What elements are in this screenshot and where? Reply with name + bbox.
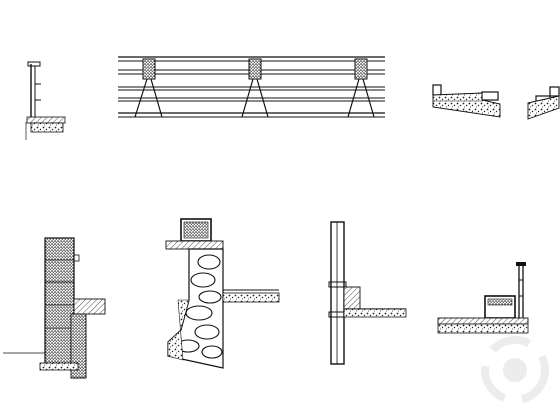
post-base-detail	[437, 262, 529, 334]
watermark-logo-icon	[481, 336, 549, 404]
railing-post-section	[25, 61, 66, 140]
steel-post-slab-section	[328, 221, 407, 365]
curb-step-detail-a	[432, 84, 501, 118]
curb-step-detail-b	[527, 86, 560, 120]
rubble-masonry-wall-section	[165, 218, 280, 369]
railing-elevation	[118, 56, 385, 118]
stone-retaining-wall-section	[3, 237, 106, 379]
